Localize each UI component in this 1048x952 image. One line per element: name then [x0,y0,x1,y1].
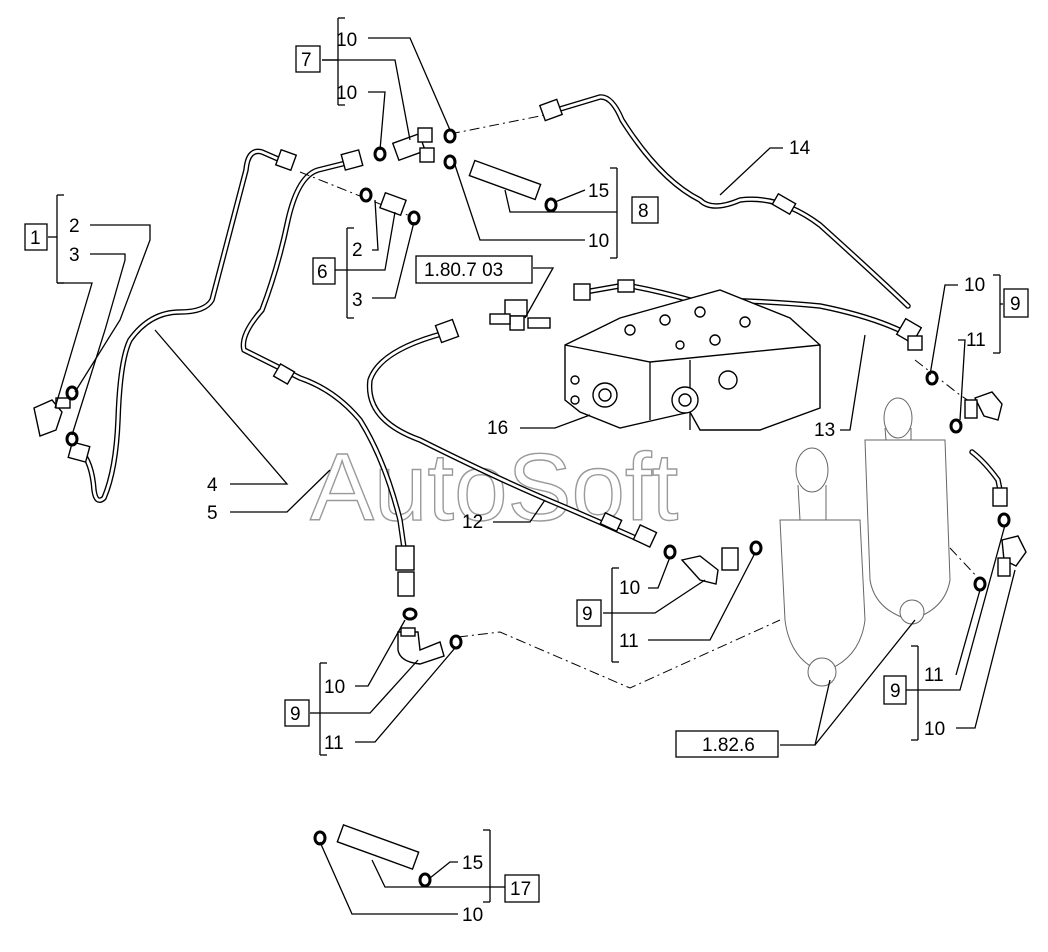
callout-3-group1: 3 [69,245,80,266]
callout-15-upper: 15 [588,181,609,202]
label-boxes [24,45,1029,903]
valve-tee-fitting [489,299,551,331]
callout-labels: 7 10 10 14 15 8 10 2 6 3 2 1 3 1.80.7 03… [30,30,1021,926]
callout-7: 7 [301,50,312,71]
pipe-4 [77,148,288,503]
callout-10-mid: 10 [336,83,357,104]
callout-4: 4 [207,475,218,496]
callout-8: 8 [638,201,649,222]
callout-9-center: 9 [582,604,593,625]
callout-11-right: 11 [966,330,986,351]
callout-9-bottom-right: 9 [890,681,901,702]
callout-10-center: 10 [619,578,640,599]
callout-15-lower: 15 [462,853,483,874]
fittings [33,98,1027,871]
callout-3-group6: 3 [352,290,363,311]
reference-cylinder: 1.82.6 [702,735,755,756]
reference-valve: 1.80.7 03 [424,260,503,281]
lift-cylinders [779,397,951,687]
callout-2-group6: 2 [352,240,363,261]
o-rings [65,128,1011,888]
callout-17: 17 [510,879,531,900]
callout-10-group8: 10 [588,231,609,252]
callout-5: 5 [207,503,218,524]
callout-11-bottom-right: 11 [924,665,944,686]
callout-16: 16 [487,418,508,439]
callout-6: 6 [317,262,328,283]
callout-13: 13 [814,420,835,441]
callout-10-left: 10 [324,677,345,698]
callout-2-group1: 2 [69,216,80,237]
callout-10-top: 10 [336,30,357,51]
callout-14: 14 [789,138,811,159]
callout-11-center: 11 [619,631,639,652]
callout-1: 1 [30,228,41,249]
callout-11-left: 11 [324,733,344,754]
callout-12: 12 [462,512,483,533]
leader-lines [48,17,1016,915]
pipes [77,94,1005,551]
watermark: AutoSoft [310,434,678,541]
callout-9-left: 9 [290,704,301,725]
callout-10-bottom-right: 10 [924,719,945,740]
callout-9-right: 9 [1010,294,1021,315]
control-valve-block [564,289,821,431]
callout-10-bottom: 10 [462,905,483,926]
callout-10-right: 10 [964,275,985,296]
